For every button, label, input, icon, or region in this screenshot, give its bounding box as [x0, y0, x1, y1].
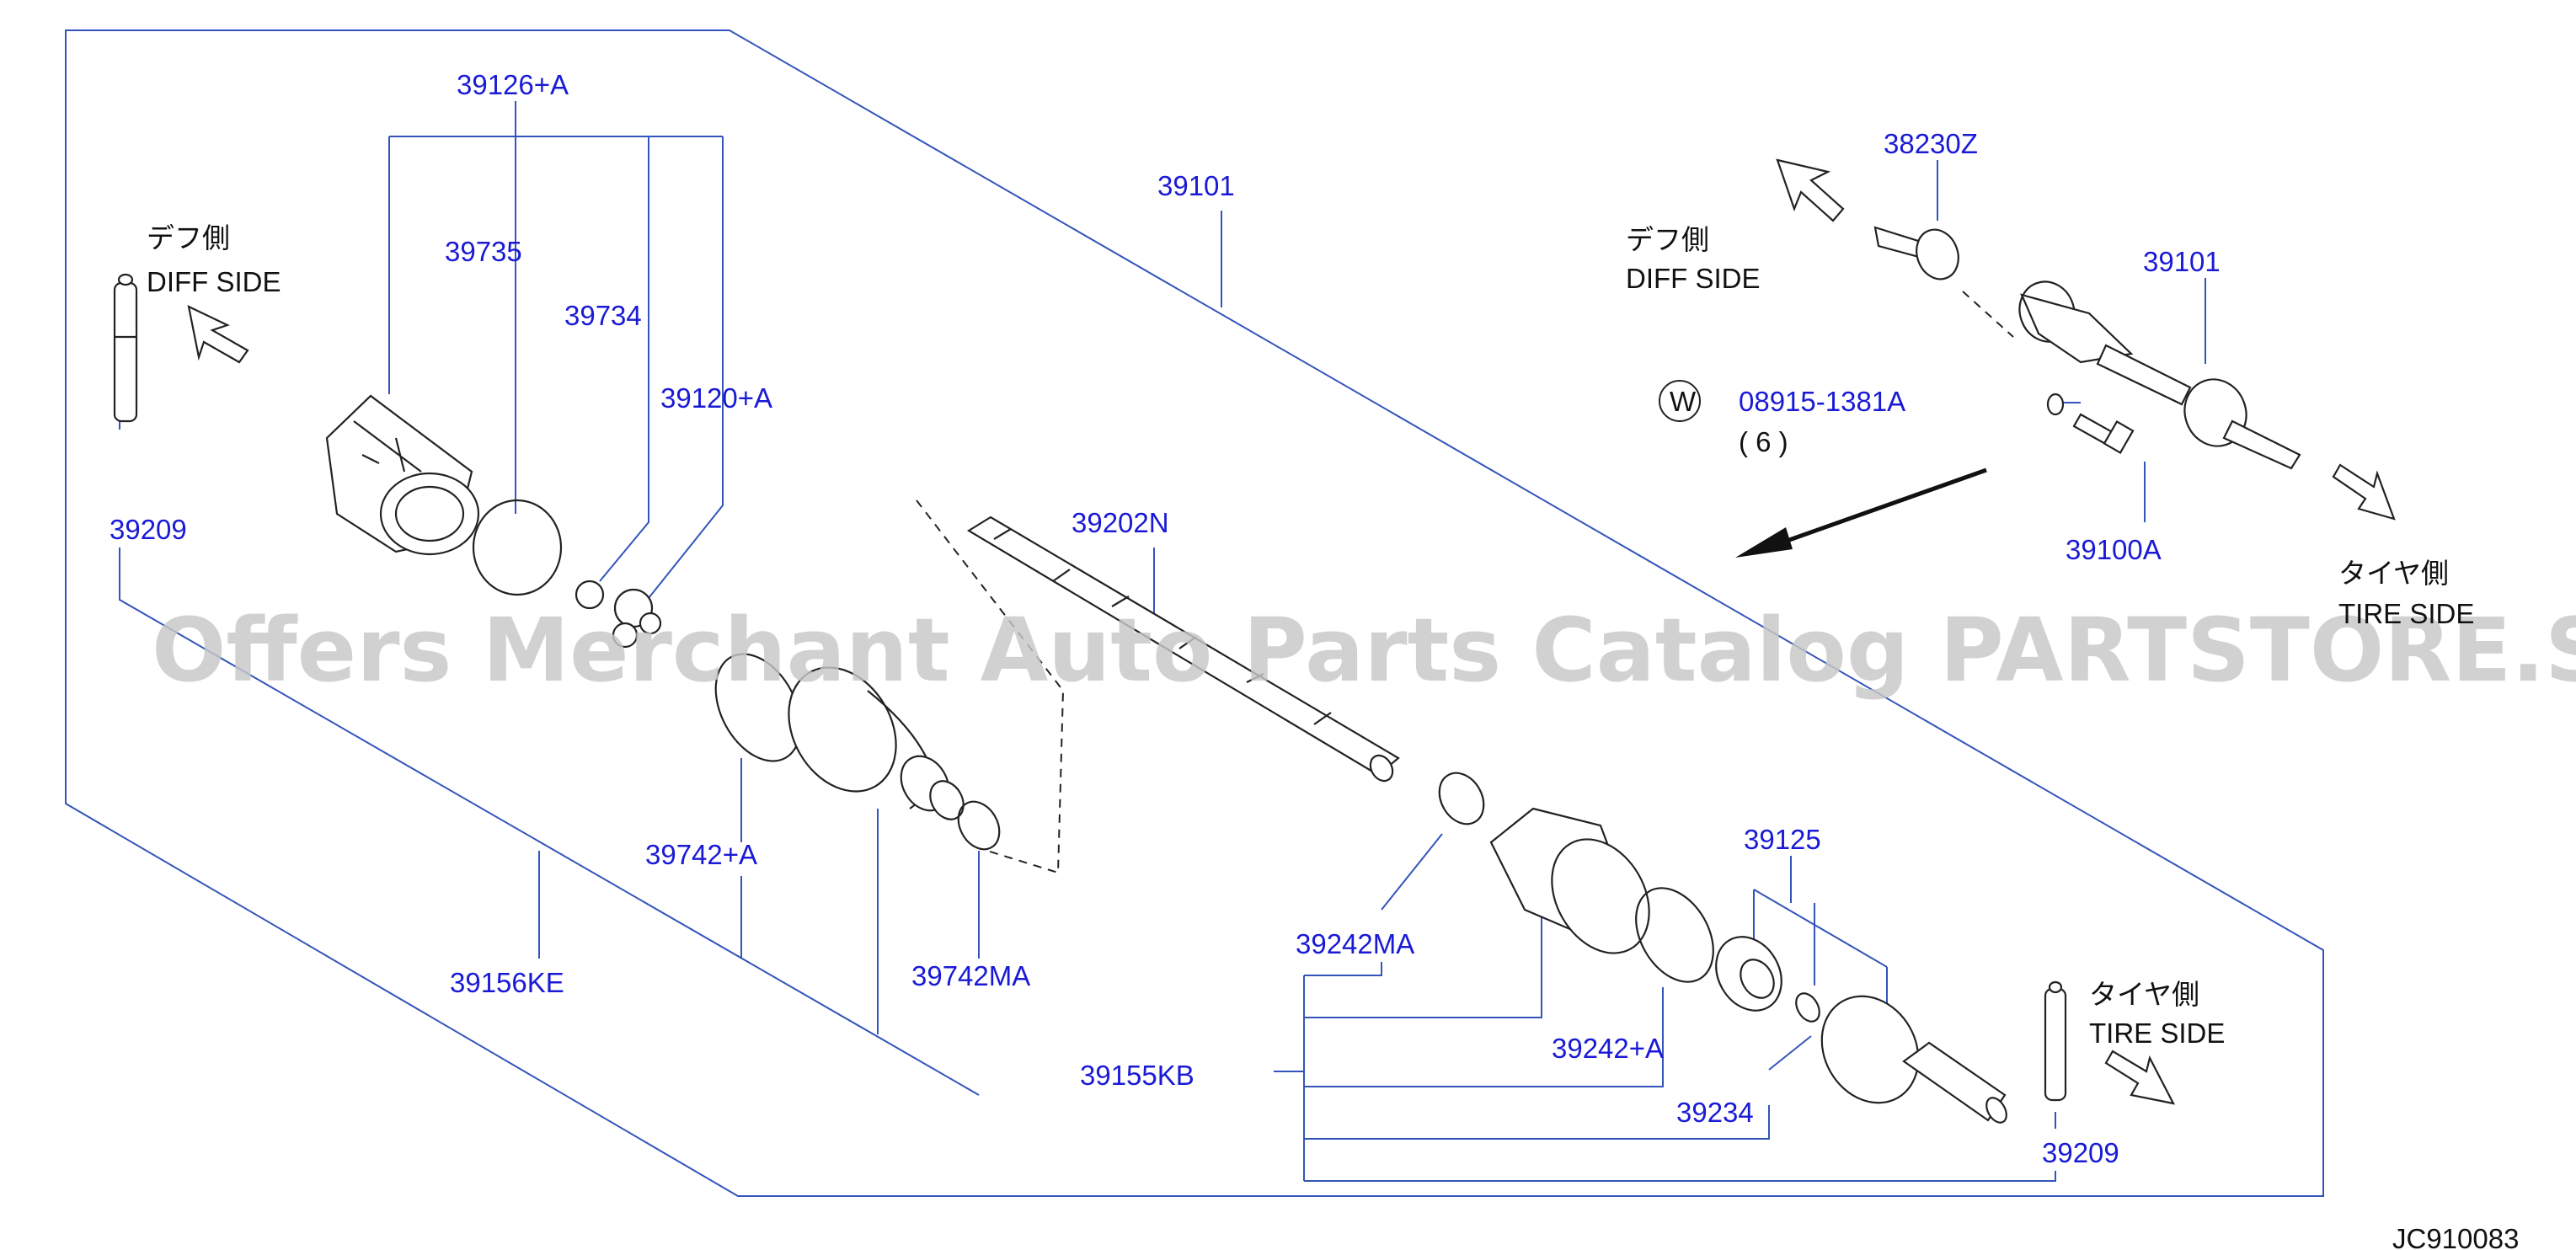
39735-snap-ring [472, 499, 563, 596]
bottom-tire-side-en: TIRE SIDE [2089, 1018, 2225, 1049]
inset-tire-side-jp: タイヤ側 [2338, 558, 2449, 589]
label-39209-left[interactable]: 39209 [110, 514, 187, 545]
left-diff-side-jp: デフ側 [147, 222, 230, 254]
dashed-link [916, 499, 1065, 874]
label-39125[interactable]: 39125 [1744, 824, 1821, 855]
39100A-bolt [2072, 413, 2135, 454]
label-38230Z[interactable]: 38230Z [1884, 128, 1978, 159]
label-39209-right[interactable]: 39209 [2042, 1137, 2119, 1168]
inset-diff-arrow-icon [1776, 158, 1845, 222]
inset-diff-side-en: DIFF SIDE [1626, 263, 1761, 294]
watermark: Offers Merchant Auto Parts Catalog PARTS… [152, 599, 2576, 702]
label-39735[interactable]: 39735 [445, 236, 522, 267]
leader-lines [119, 101, 2206, 1182]
39742-boot-band [714, 653, 802, 762]
washer-symbol-letter: W [1670, 386, 1697, 417]
39242A-band [1635, 887, 1714, 983]
inset-tire-side-en: TIRE SIDE [2338, 598, 2474, 629]
39209-boot-pin-right [2044, 980, 2067, 1102]
inset-dashed-axis [1962, 291, 2014, 338]
label-39234[interactable]: 39234 [1676, 1097, 1754, 1128]
39202N-shaft [966, 515, 1400, 783]
left-diff-arrow-icon [187, 305, 249, 364]
39209-boot-pin-left [113, 273, 138, 423]
39126-housing [325, 394, 480, 556]
38230Z-flange [1873, 226, 1959, 280]
inset-washer [2046, 393, 2065, 416]
label-39100A[interactable]: 39100A [2066, 534, 2162, 565]
label-39734[interactable]: 39734 [564, 300, 642, 331]
label-39101-inset[interactable]: 39101 [2143, 246, 2221, 277]
label-39126A[interactable]: 39126+A [457, 69, 569, 100]
39120-spider [612, 588, 662, 649]
label-39155KB[interactable]: 39155KB [1080, 1060, 1194, 1091]
label-39156KE[interactable]: 39156KE [450, 967, 564, 998]
bottom-tire-arrow-icon [2104, 1050, 2176, 1105]
left-diff-side-en: DIFF SIDE [147, 266, 281, 297]
39125-inner-race [1715, 936, 1782, 1012]
label-08915-1381A[interactable]: 08915-1381A [1739, 386, 1905, 417]
inset-diff-side-jp: デフ側 [1626, 224, 1709, 255]
39234-snap-ring [1795, 992, 1820, 1023]
washer-quantity: ( 6 ) [1739, 426, 1788, 457]
bottom-tire-side-jp: タイヤ側 [2089, 979, 2199, 1010]
inset-tire-arrow-icon [2332, 463, 2396, 521]
label-39742MA[interactable]: 39742MA [911, 960, 1030, 991]
39734-circlip [575, 580, 605, 610]
label-39242A[interactable]: 39242+A [1552, 1033, 1664, 1064]
39742MA-band [957, 800, 1001, 851]
assembly-boundary [65, 29, 2324, 1197]
label-39101-main[interactable]: 39101 [1157, 170, 1235, 201]
outer-joint [1820, 995, 2007, 1124]
label-39242MA[interactable]: 39242MA [1296, 928, 1414, 959]
39242MA-band [1438, 772, 1485, 825]
39155-boot [1489, 807, 1650, 954]
label-39742A[interactable]: 39742+A [645, 839, 757, 870]
label-39120A[interactable]: 39120+A [660, 382, 772, 414]
39101-inset-shaft [2018, 280, 2301, 470]
label-39202N[interactable]: 39202N [1072, 507, 1169, 538]
assembly-arrow-icon [1735, 467, 1987, 558]
diagram-code: JC910083 [2392, 1223, 2519, 1250]
39156-boot [788, 666, 965, 820]
washer-symbol-icon [1659, 380, 1701, 422]
